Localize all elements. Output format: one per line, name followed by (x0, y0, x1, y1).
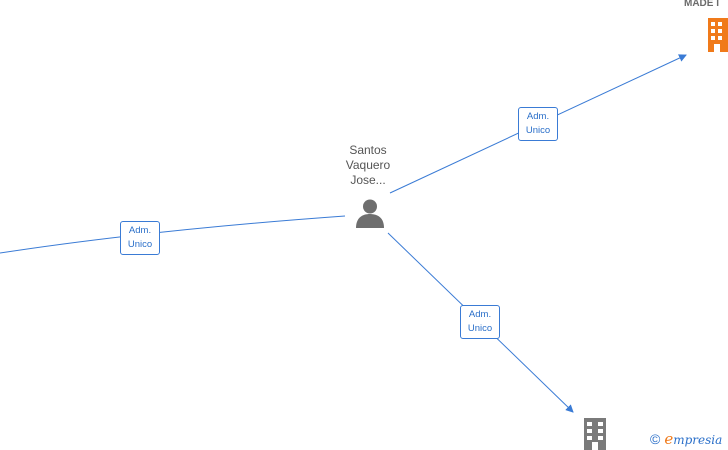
edge-label-role: Adm. (128, 225, 152, 236)
edge-left (0, 215, 346, 254)
building-icon[interactable] (582, 418, 608, 450)
edge-label-role: Adm. (526, 111, 550, 122)
person-name-line-1: Santos (349, 143, 387, 157)
person-node-label[interactable]: Santos Vaquero Jose... (328, 143, 408, 188)
brand-name: mpresia (673, 433, 723, 447)
edge-label-type: Unico (525, 125, 551, 136)
edge-label-left[interactable]: Adm. Unico (120, 221, 160, 255)
brand-initial: e (664, 430, 674, 448)
edge-label-bottom-right[interactable]: Adm. Unico (460, 305, 500, 339)
person-name-line-3: Jose... (350, 173, 386, 187)
building-icon[interactable] (706, 18, 728, 52)
company-top-label[interactable]: MADE I (684, 0, 719, 9)
edge-label-type: Unico (467, 323, 493, 334)
edge-label-top-right[interactable]: Adm. Unico (518, 107, 558, 141)
copyright-symbol: © (650, 431, 661, 447)
person-icon[interactable] (354, 198, 386, 228)
brand-logo[interactable]: ©empresia (650, 430, 722, 448)
edge-label-type: Unico (127, 239, 153, 250)
person-name-line-2: Vaquero (345, 158, 391, 172)
edge-label-role: Adm. (468, 309, 492, 320)
